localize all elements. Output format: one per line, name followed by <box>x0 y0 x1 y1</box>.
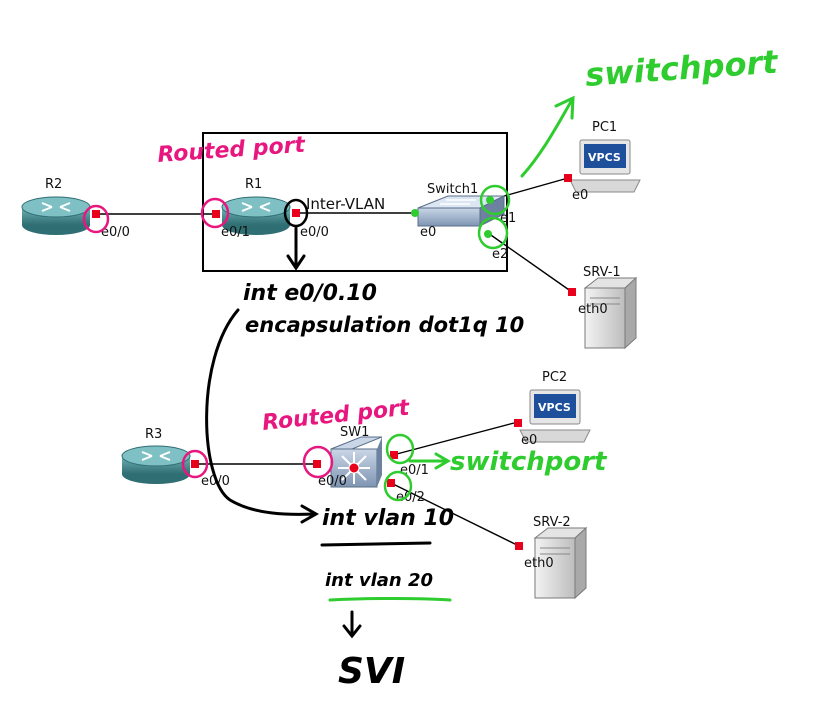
int-vlan20-annotation: int vlan 20 <box>325 570 433 591</box>
srv2-port-label: eth0 <box>524 556 554 571</box>
routed-port-annotation-1: Routed port <box>157 133 308 168</box>
router-r2[interactable] <box>21 196 91 235</box>
switch1-port-e0-label: e0 <box>420 225 436 240</box>
routed-port-annotation-2: Routed port <box>261 396 412 436</box>
link-sw1-srv2 <box>390 482 520 547</box>
r1-port-right-label: e0/0 <box>300 225 329 240</box>
router-r3[interactable] <box>121 445 191 484</box>
port-switch1-e0 <box>411 209 419 217</box>
encapsulation-annotation: encapsulation dot1q 10 <box>245 313 524 337</box>
router-arrows-icon <box>241 202 271 212</box>
port-markers <box>92 174 576 550</box>
server-srv2[interactable] <box>533 526 588 600</box>
port-sw1-e00 <box>313 460 321 468</box>
sw1-port-left-label: e0/0 <box>318 474 347 489</box>
sw1-port-e01-label: e0/1 <box>400 463 429 478</box>
switch1-port-e2-label: e2 <box>492 247 508 262</box>
pc2-screen-text: VPCS <box>538 401 571 414</box>
black-arrows <box>205 226 432 639</box>
router-arrows-icon <box>41 202 71 212</box>
pc1-port-label: e0 <box>572 188 588 203</box>
inter-vlan-box <box>202 132 508 272</box>
switchport-annotation-2: switchport <box>450 447 608 477</box>
server-srv1[interactable] <box>583 276 638 350</box>
port-sw1-e02 <box>387 479 395 487</box>
switch-arrows-icon <box>440 199 476 205</box>
router-r1[interactable] <box>221 196 291 235</box>
pink-circles <box>82 197 334 479</box>
pc1-label: PC1 <box>592 120 617 135</box>
switchport-annotation-1: switchport <box>584 43 780 94</box>
green-circles <box>383 184 511 502</box>
l3-switch-sw1[interactable] <box>330 436 383 488</box>
svi-annotation: SVI <box>338 651 405 692</box>
link-switch1-srv1 <box>487 232 573 293</box>
port-r2-e00 <box>92 210 100 218</box>
srv1-label: SRV-1 <box>583 265 621 280</box>
pc2-label: PC2 <box>542 370 567 385</box>
switch1-label: Switch1 <box>427 182 478 197</box>
r3-label: R3 <box>145 427 162 442</box>
r1-port-left-label: e0/1 <box>221 225 250 240</box>
port-srv1-eth0 <box>568 288 576 296</box>
int-subif-annotation: int e0/0.10 <box>243 281 377 306</box>
sw1-label: SW1 <box>340 425 369 440</box>
pc1-screen-text: VPCS <box>588 151 621 164</box>
port-switch1-e2 <box>484 230 492 238</box>
green-underline <box>328 597 452 602</box>
port-r3-e00 <box>191 460 199 468</box>
inter-vlan-label: Inter-VLAN <box>306 195 385 213</box>
port-pc1-e0 <box>564 174 572 182</box>
port-pc2-e0 <box>514 419 522 427</box>
r2-port-label: e0/0 <box>101 225 130 240</box>
r1-label: R1 <box>245 177 262 192</box>
port-r1-e00 <box>292 209 300 217</box>
port-switch1-e1 <box>486 196 494 204</box>
pc2-port-label: e0 <box>521 433 537 448</box>
links <box>96 177 573 547</box>
sw1-port-e02-label: e0/2 <box>396 490 425 505</box>
r2-label: R2 <box>45 177 62 192</box>
green-arrows <box>408 95 575 470</box>
pc-pc2[interactable] <box>519 389 591 443</box>
port-r1-e01 <box>212 210 220 218</box>
router-arrows-icon <box>141 451 171 461</box>
black-circle-r1-e00 <box>283 198 309 228</box>
pc-pc1[interactable] <box>569 139 641 193</box>
int-vlan10-annotation: int vlan 10 <box>322 506 454 531</box>
port-srv2-eth0 <box>515 542 523 550</box>
srv1-port-label: eth0 <box>578 302 608 317</box>
srv2-label: SRV-2 <box>533 515 571 530</box>
port-sw1-e01 <box>390 451 398 459</box>
